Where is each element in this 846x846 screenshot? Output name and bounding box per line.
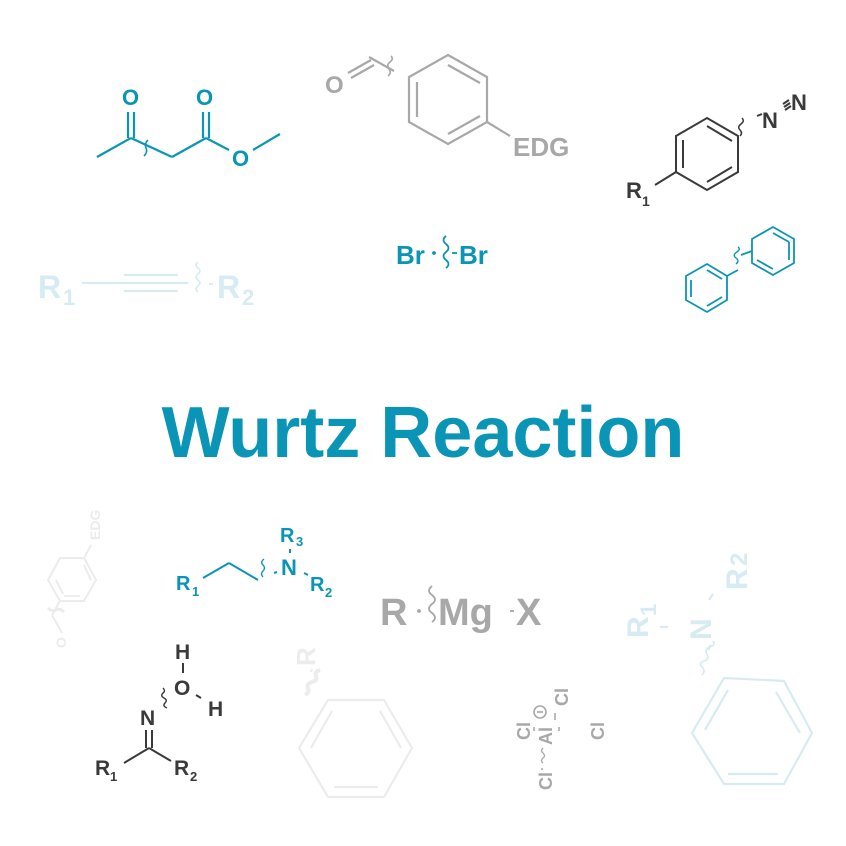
edg-label: EDG — [87, 510, 103, 540]
r-subscript: 2 — [726, 553, 753, 566]
r-label: R — [280, 525, 295, 547]
oxime-structure — [123, 663, 202, 764]
r-label: R — [95, 757, 110, 780]
r-label: R — [380, 592, 407, 634]
r-label: R — [310, 574, 325, 596]
n-label: N — [762, 108, 778, 133]
o-label: O — [325, 72, 344, 99]
o-label: O — [53, 637, 69, 648]
cl-label: Cl — [514, 722, 534, 740]
r-subscript: 2 — [190, 769, 197, 784]
h-label: H — [208, 698, 223, 721]
alkyne-structure — [82, 261, 213, 293]
r-subscript: 2 — [242, 285, 254, 310]
r-label: R — [176, 573, 191, 595]
br-label: Br — [459, 240, 488, 270]
biphenyl-structure — [685, 225, 795, 314]
r-subscript: 1 — [63, 285, 75, 310]
r-label: R — [217, 269, 240, 305]
diazonium-structure — [654, 99, 792, 192]
r-subscript: 1 — [192, 584, 199, 599]
r-label: R — [626, 178, 642, 203]
r-label: R — [291, 647, 321, 666]
benzaldehyde-rotated-structure — [46, 544, 98, 634]
o-label: O — [174, 677, 190, 700]
br-label: Br — [396, 240, 425, 270]
r-label: R — [38, 269, 61, 305]
phenyl-r-structure — [297, 668, 414, 799]
r-subscript: 3 — [296, 534, 303, 549]
cl-label: Cl — [552, 688, 572, 706]
r-subscript: 2 — [325, 585, 332, 600]
r-subscript: 1 — [636, 604, 661, 616]
methyl-acetoacetate-structure — [96, 112, 281, 158]
x-label: X — [516, 592, 542, 634]
benzaldehyde-edg-structure — [347, 53, 511, 146]
n-label: N — [685, 618, 718, 640]
h-label: H — [175, 641, 190, 664]
page-title: Wurtz Reaction — [161, 393, 685, 473]
cl-label: Cl — [588, 722, 608, 740]
r-label: R — [174, 757, 189, 780]
n-label: N — [281, 555, 297, 580]
grignard-bond — [417, 585, 514, 623]
o-label: O — [232, 146, 249, 171]
edg-label: EDG — [513, 132, 569, 162]
cl-label: Cl — [536, 772, 556, 790]
bromine-bond — [432, 235, 457, 269]
aniline-structure — [660, 593, 814, 786]
al-label: Al — [536, 727, 556, 745]
tetrachloroaluminate-structure — [533, 705, 560, 770]
amine-structure — [202, 549, 309, 581]
o-label: O — [122, 85, 139, 110]
r-subscript: 1 — [642, 193, 650, 209]
r-subscript: 1 — [110, 769, 117, 784]
mg-label: Mg — [438, 592, 493, 634]
r-label: R — [622, 616, 655, 638]
n-label: N — [791, 90, 807, 115]
n-label: N — [140, 707, 155, 730]
o-label: O — [196, 85, 213, 110]
r-label: R — [721, 568, 754, 590]
